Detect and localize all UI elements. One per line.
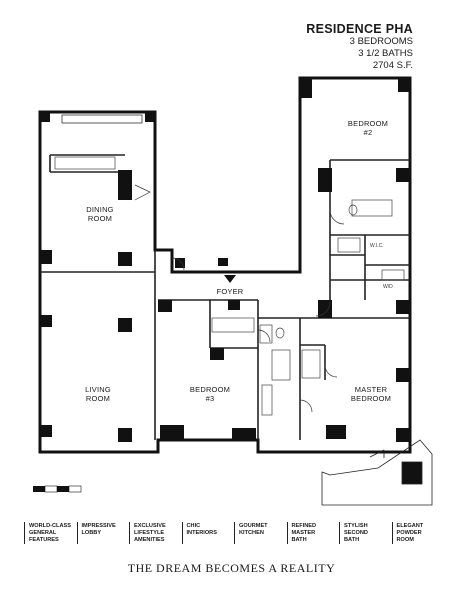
room-label-living: LIVING ROOM (68, 385, 128, 403)
bath-fixtures (211, 199, 405, 416)
dining-name-line2: ROOM (87, 213, 113, 223)
laundry-label: W/D (383, 284, 393, 290)
door-swings (134, 184, 345, 413)
baths-count: 3 1/2 BATHS (358, 48, 413, 59)
room-label-dining: DINING ROOM (70, 205, 130, 223)
bedroom-2-name: BEDROOM (347, 119, 389, 128)
foyer-name: FOYER (216, 287, 244, 296)
structural-columns (40, 78, 410, 442)
feature-line: INTERIORS (186, 529, 217, 536)
feature-line: WORLD-CLASS (29, 523, 71, 529)
bedroom-2-number: #2 (363, 127, 373, 137)
feature-item[interactable]: REFINED MASTER BATH (286, 522, 340, 545)
feature-line: ELEGANT (396, 523, 424, 529)
bedrooms-count: 3 BEDROOMS (349, 36, 413, 47)
feature-line: SECOND (344, 529, 368, 536)
room-label-bedroom-3: BEDROOM #3 (180, 385, 240, 403)
feature-line: GOURMET (239, 523, 268, 529)
bedroom-3-number: #3 (205, 393, 215, 403)
feature-item[interactable]: CHIC INTERIORS (181, 522, 235, 545)
feature-line: POWDER (396, 529, 422, 536)
feature-line: GENERAL (29, 529, 57, 536)
feature-item[interactable]: ELEGANT POWDER ROOM (391, 522, 445, 545)
feature-list: WORLD-CLASS GENERAL FEATURES IMPRESSIVE … (24, 522, 445, 545)
entry-arrow-icon (224, 275, 236, 283)
bedroom-3-name: BEDROOM (189, 385, 231, 394)
master-name-line1: MASTER (354, 385, 388, 394)
master-name-line2: BEDROOM (350, 393, 392, 403)
scale-bar (33, 485, 82, 493)
feature-line: ROOM (396, 536, 414, 543)
feature-line: AMENITIES (134, 536, 165, 543)
dining-name-line1: DINING (86, 205, 114, 214)
interior-walls (40, 154, 410, 440)
feature-line: FEATURES (29, 536, 59, 543)
feature-line: REFINED (291, 523, 317, 529)
feature-line: IMPRESSIVE (81, 523, 116, 529)
key-plan (321, 439, 433, 506)
feature-item[interactable]: WORLD-CLASS GENERAL FEATURES (24, 522, 77, 545)
feature-item[interactable]: EXCLUSIVE LIFESTYLE AMENITIES (129, 522, 182, 545)
feature-line: STYLISH (344, 523, 368, 529)
tagline: THE DREAM BECOMES A REALITY (127, 561, 336, 575)
living-name-line1: LIVING (85, 385, 111, 394)
square-footage: 2704 S.F. (372, 60, 413, 71)
feature-line: BATH (344, 536, 360, 543)
residence-title: RESIDENCE PHA (306, 22, 413, 36)
living-name-line2: ROOM (85, 393, 111, 403)
room-label-bedroom-2: BEDROOM #2 (338, 119, 398, 137)
feature-line: LOBBY (81, 529, 102, 536)
feature-item[interactable]: GOURMET KITCHEN (234, 522, 287, 545)
room-label-foyer: FOYER (205, 287, 255, 297)
feature-line: KITCHEN (239, 529, 264, 536)
room-label-master-bedroom: MASTER BEDROOM (336, 385, 406, 403)
feature-item[interactable]: STYLISH SECOND BATH (339, 522, 392, 545)
feature-line: MASTER (291, 529, 316, 536)
closet-label: W.I.C. (370, 243, 384, 249)
feature-item[interactable]: IMPRESSIVE LOBBY (76, 522, 130, 545)
feature-line: CHIC (186, 523, 201, 529)
feature-line: EXCLUSIVE (134, 523, 166, 529)
feature-line: LIFESTYLE (134, 529, 165, 536)
feature-line: BATH (291, 536, 307, 543)
residence-header: RESIDENCE PHA 3 BEDROOMS 3 1/2 BATHS 270… (306, 22, 413, 72)
